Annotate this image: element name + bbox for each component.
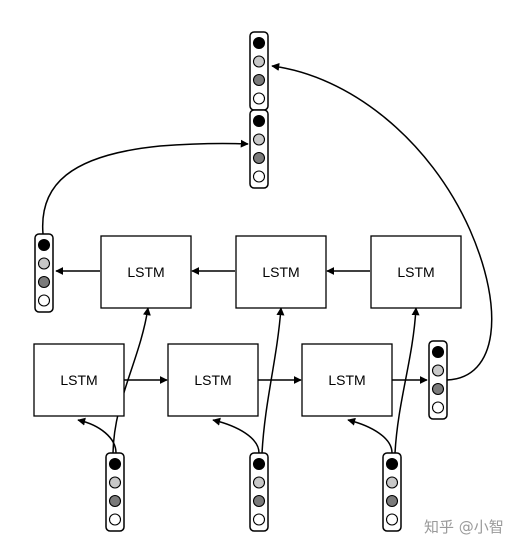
vector-dot [108,513,122,526]
vector-frame [382,452,402,532]
vector-dot [252,494,266,508]
input1-to-decoder1-arrow [112,307,151,454]
input-vector-1 [105,452,125,532]
vector-dot [252,513,266,526]
vector-dot [252,92,266,105]
lstm-cells: LSTM LSTM LSTM LSTM LSTM LSTM [33,235,462,417]
input3-to-encoder3-arrow [347,417,393,454]
vector-frame [249,452,269,532]
vector-dot [252,476,266,489]
vector-dot [37,238,51,252]
vector-dot [385,494,399,508]
top-vector-1 [249,31,269,111]
vector-dot [252,73,266,87]
decoder-lstm-1: LSTM [100,235,192,309]
encoder-output-to-top-vector-arrow [271,62,493,381]
input3-to-decoder3-arrow [394,307,420,454]
vector-frame [428,340,448,420]
vector-dot [252,55,266,68]
vector-dot [252,133,266,146]
decoder-lstm-3: LSTM [370,235,462,309]
vector-frame [105,452,125,532]
encoder-output-vector [428,340,448,420]
vector-frame [34,233,54,313]
decoder-lstm-2: LSTM [235,235,327,309]
vector-dot [385,513,399,526]
watermark: 知乎 @小智 [424,518,504,536]
lstm-label: LSTM [127,264,164,280]
vector-dot [108,494,122,508]
lstm-label: LSTM [397,264,434,280]
vector-dot [108,476,122,489]
input-vector-3 [382,452,402,532]
input-vector-2 [249,452,269,532]
vector-dot [252,170,266,183]
lstm-label: LSTM [60,372,97,388]
vector-dot [431,345,445,359]
input2-to-decoder2-arrow [261,307,285,454]
vector-dot [37,257,51,270]
encoder-lstm-3: LSTM [301,343,393,417]
input2-to-encoder2-arrow [212,417,260,454]
vectors [34,31,448,532]
vector-dot [37,294,51,307]
decoder-output-to-top-vector-arrow [41,139,249,235]
vector-dot [431,382,445,396]
vector-dot [252,151,266,165]
vector-dot [385,457,399,471]
vector-dot [252,114,266,128]
input1-to-encoder1-arrow [77,417,117,454]
lstm-label: LSTM [262,264,299,280]
vector-dot [108,457,122,471]
vector-dot [252,36,266,50]
vector-dot [252,457,266,471]
encoder-lstm-1: LSTM [33,343,125,417]
connections [41,62,493,454]
decoder-output-vector [34,233,54,313]
vector-frame [249,109,269,189]
encoder-lstm-2: LSTM [167,343,259,417]
vector-dot [431,401,445,414]
vector-dot [385,476,399,489]
top-vector-2 [249,109,269,189]
vector-dot [431,364,445,377]
vector-dot [37,275,51,289]
lstm-label: LSTM [194,372,231,388]
lstm-label: LSTM [328,372,365,388]
